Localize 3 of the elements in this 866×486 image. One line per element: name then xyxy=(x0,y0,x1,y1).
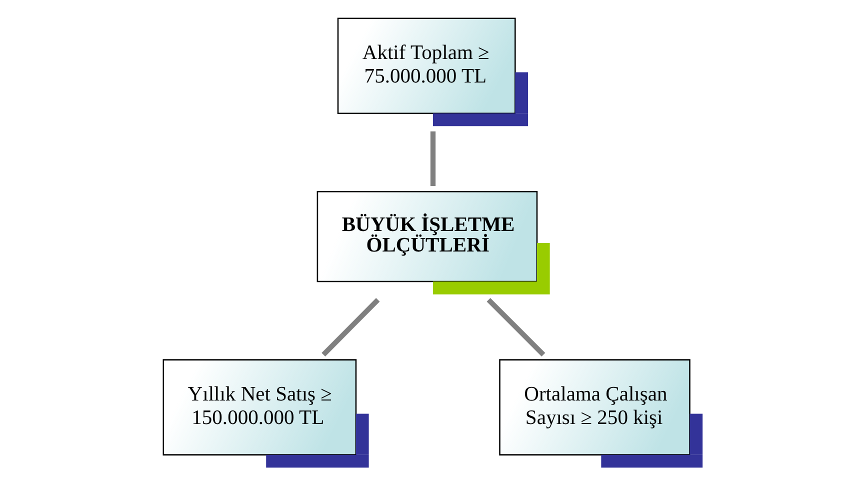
connector xyxy=(322,298,380,356)
connector xyxy=(430,131,436,186)
connector xyxy=(486,298,546,356)
